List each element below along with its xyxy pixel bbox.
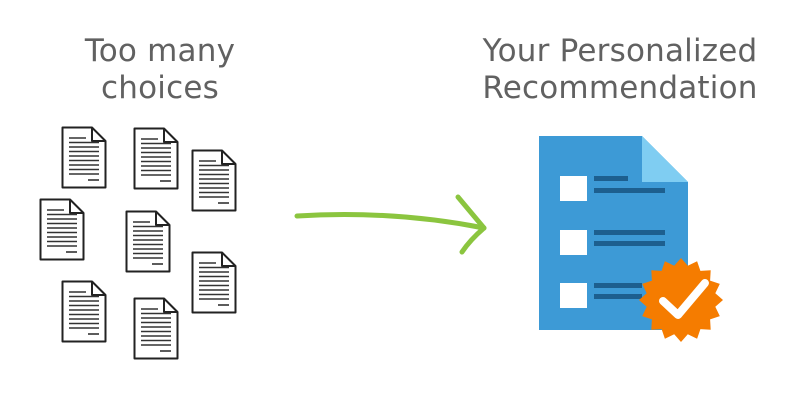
recommendation-heading: Your Personalized Recommendation	[470, 33, 770, 107]
recommendation-line-1: Your Personalized	[482, 33, 758, 69]
checkbox-icon	[560, 230, 587, 255]
document-icon	[61, 280, 107, 343]
document-icon	[191, 251, 237, 314]
verified-check-badge-icon	[639, 258, 723, 342]
document-cluster	[39, 126, 237, 360]
recommendation-line-2: Recommendation	[482, 70, 758, 106]
document-icon	[39, 198, 85, 261]
document-icon	[125, 210, 171, 273]
check-icon	[659, 279, 709, 319]
document-icon	[191, 149, 237, 212]
too-many-choices-line-2: choices	[101, 70, 219, 106]
document-icon	[61, 126, 107, 189]
checklist-item	[560, 176, 665, 201]
checkbox-icon	[560, 283, 587, 308]
document-icon	[133, 297, 179, 360]
document-icon	[133, 127, 179, 190]
too-many-choices-line-1: Too many	[84, 33, 236, 69]
arrow-right-icon	[294, 194, 487, 255]
checklist-item	[560, 283, 642, 308]
checklist-item	[560, 230, 665, 255]
too-many-choices-heading: Too many choices	[40, 33, 280, 107]
checkbox-icon	[560, 176, 587, 201]
